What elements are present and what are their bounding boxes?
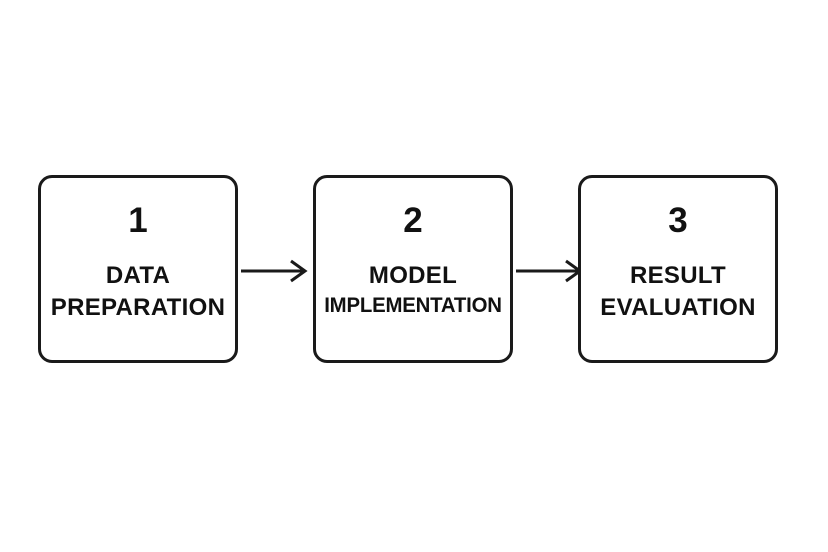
- step-label-1-line-1: DATA: [105, 262, 171, 289]
- step-label-2-line-1: MODEL: [368, 262, 458, 289]
- step-label-3-line-2: EVALUATION: [600, 293, 756, 321]
- step-label-2: MODEL IMPLEMENTATION: [316, 260, 510, 319]
- step-label-2-line-2: IMPLEMENTATION: [324, 293, 502, 317]
- step-box-3[interactable]: 3 RESULT EVALUATION: [578, 175, 778, 363]
- arrow-right-icon: [241, 259, 308, 283]
- process-flow: 1 DATA PREPARATION 2 MODEL IMPLEMENTATIO…: [0, 175, 828, 363]
- step-box-1[interactable]: 1 DATA PREPARATION: [38, 175, 238, 363]
- step-number-1: 1: [128, 201, 148, 240]
- step-label-1-line-2: PREPARATION: [50, 293, 226, 321]
- step-label-3: RESULT EVALUATION: [581, 260, 775, 323]
- step-number-3: 3: [668, 201, 688, 240]
- arrow-step-1-to-step-2: [241, 259, 313, 283]
- step-number-2: 2: [403, 201, 423, 240]
- step-box-2[interactable]: 2 MODEL IMPLEMENTATION: [313, 175, 513, 363]
- step-label-1: DATA PREPARATION: [41, 260, 235, 323]
- step-label-3-line-1: RESULT: [629, 262, 727, 289]
